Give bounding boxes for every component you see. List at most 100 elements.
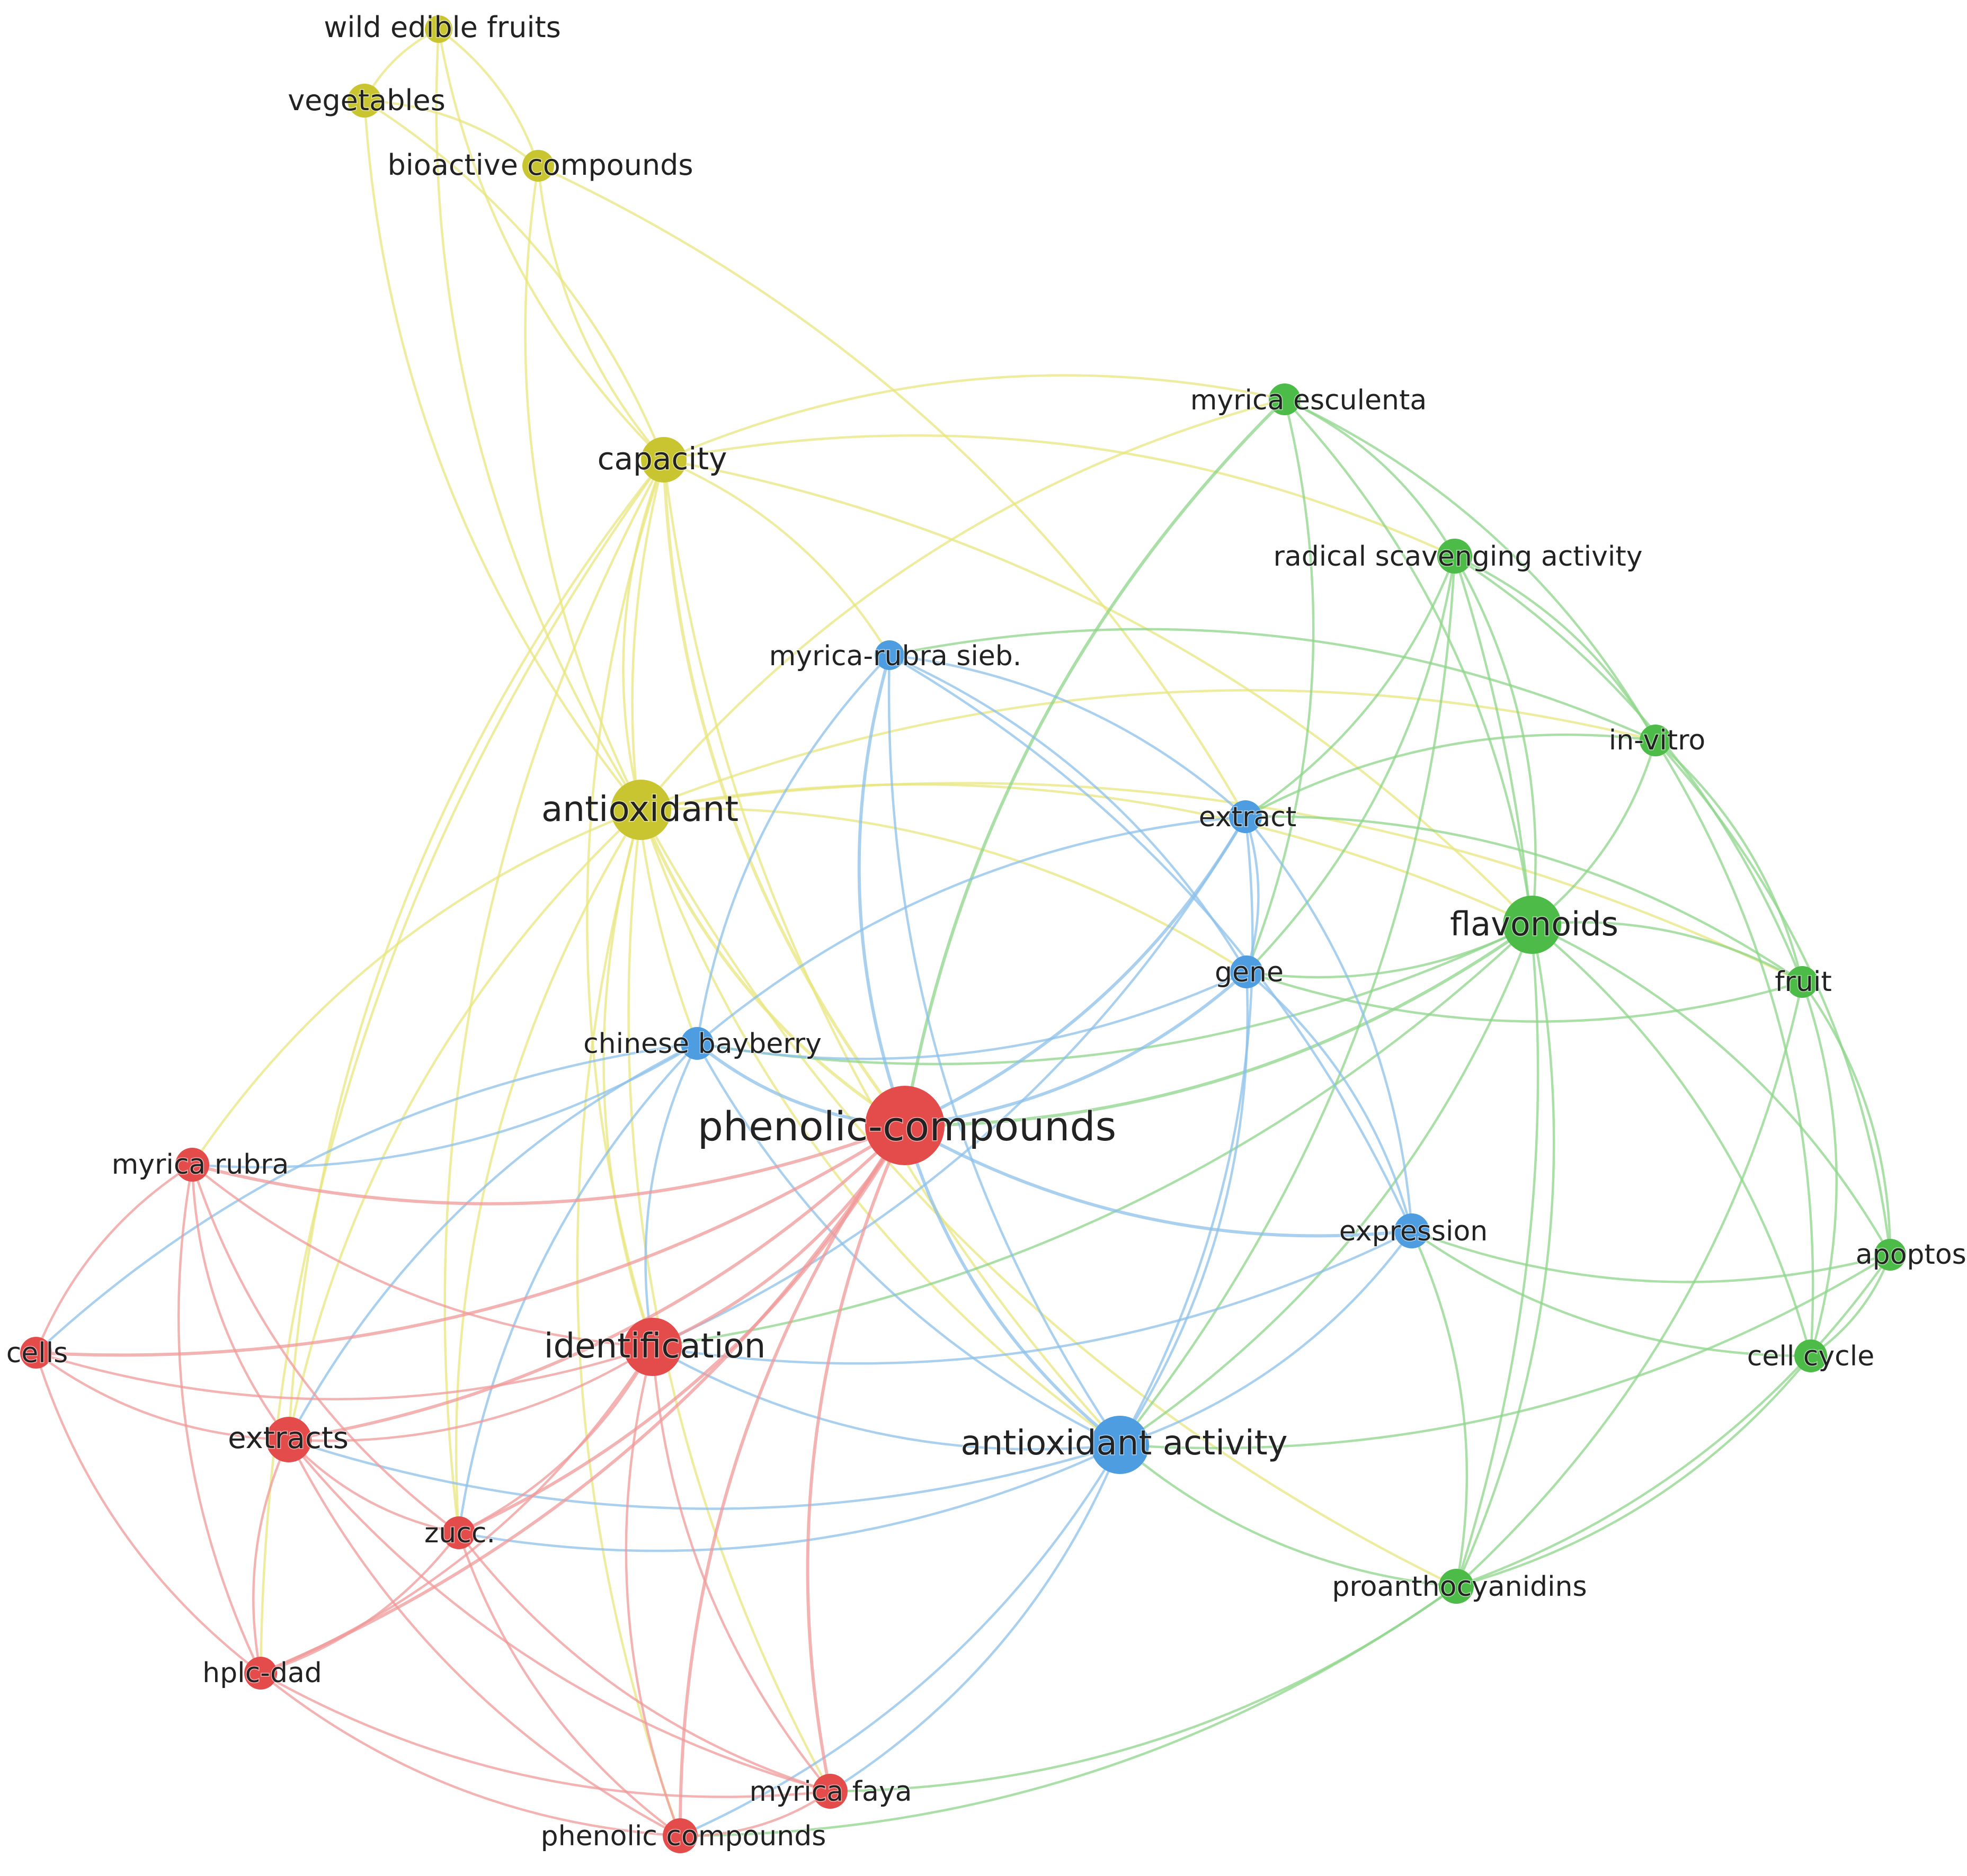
node-radical-scavenging-activity[interactable]	[1437, 539, 1472, 574]
node-hplc-dad[interactable]	[244, 1657, 277, 1690]
edge-fruit--gene	[1245, 970, 1804, 1023]
edge-myrica-rubra-sieb--extract	[888, 654, 1247, 818]
edge-antioxidant--myrica-faya	[627, 808, 832, 1793]
node-flavonoids[interactable]	[1503, 896, 1561, 954]
edge-capacity--flavonoids	[662, 458, 1534, 926]
node-identification[interactable]	[624, 1318, 682, 1376]
label-myrica-rubra-sieb: myrica-rubra sieb.	[769, 640, 1022, 672]
node-cells[interactable]	[20, 1337, 52, 1369]
node-phenolic-compounds-2[interactable]	[663, 1818, 698, 1853]
label-capacity: capacity	[598, 441, 727, 477]
node-antioxidant-activity[interactable]	[1091, 1416, 1149, 1474]
edge-capacity--antioxidant-activity	[662, 458, 1122, 1446]
node-antioxidant[interactable]	[611, 780, 671, 840]
label-antioxidant: antioxidant	[541, 789, 738, 829]
node-myrica-esculenta[interactable]	[1269, 383, 1301, 415]
edge-myrica-rubra-sieb--chinese-bayberry	[696, 654, 891, 1045]
label-phenolic-compounds-2: phenolic compounds	[541, 1820, 826, 1852]
edge-myrica-rubra--zucc	[191, 1163, 460, 1534]
label-chinese-bayberry: chinese bayberry	[583, 1028, 822, 1060]
node-in-vitro[interactable]	[1640, 725, 1671, 756]
edge-myrica-esculenta--phenolic-compounds-main	[903, 398, 1286, 1127]
node-layer	[20, 15, 1906, 1853]
edge-phenolic-compounds-main--cells	[34, 1124, 906, 1357]
edge-myrica-rubra--extracts	[191, 1163, 290, 1441]
node-chinese-bayberry[interactable]	[681, 1027, 714, 1060]
edge-myrica-rubra--hplc-dad	[177, 1163, 262, 1675]
edge-expression--identification	[651, 1229, 1413, 1365]
edge-extract--chinese-bayberry	[696, 815, 1247, 1045]
edge-flavonoids--phenolic-compounds-main	[903, 923, 1534, 1127]
edge-cells--hplc-dad	[34, 1351, 262, 1675]
node-phenolic-compounds-main[interactable]	[865, 1086, 945, 1165]
edge-antioxidant--phenolic-compounds-main	[639, 808, 906, 1127]
edge-fruit--proanthocyanidins	[1455, 980, 1804, 1588]
edge-extracts--zucc	[287, 1438, 460, 1534]
edge-zucc--phenolic-compounds-2	[457, 1531, 682, 1837]
edge-phenolic-compounds-main--myrica-rubra	[191, 1124, 906, 1205]
edge-antioxidant--in-vitro	[639, 689, 1657, 811]
edge-extract--identification	[651, 815, 1247, 1348]
label-bioactive-compounds: bioactive compounds	[387, 148, 693, 182]
edge-antioxidant--proanthocyanidins	[639, 808, 1458, 1588]
edge-myrica-esculenta--radical-scavenging-activity	[1283, 398, 1456, 558]
node-bioactive-compounds[interactable]	[522, 150, 554, 182]
edge-capacity--zucc	[443, 458, 665, 1534]
edge-apoptosis--proanthocyanidins	[1455, 1253, 1892, 1588]
label-radical-scavenging-activity: radical scavenging activity	[1273, 541, 1642, 573]
edge-antioxidant--phenolic-compounds-2	[576, 808, 682, 1837]
node-apoptosis[interactable]	[1874, 1239, 1906, 1271]
edge-capacity--myrica-esculenta	[662, 374, 1286, 461]
edge-expression--antioxidant-activity	[1118, 1229, 1413, 1446]
node-capacity[interactable]	[641, 437, 687, 483]
label-cells: cells	[6, 1337, 68, 1369]
node-proanthocyanidins[interactable]	[1439, 1569, 1474, 1604]
edge-antioxidant--fruit	[639, 782, 1804, 984]
node-myrica-rubra[interactable]	[175, 1148, 209, 1182]
node-myrica-faya[interactable]	[813, 1774, 848, 1809]
edge-antioxidant-activity--zucc	[457, 1443, 1122, 1552]
edge-flavonoids--antioxidant-activity	[1118, 923, 1534, 1446]
edge-identification--hplc-dad	[259, 1345, 654, 1675]
edge-myrica-esculenta--flavonoids	[1283, 398, 1534, 926]
node-extracts[interactable]	[266, 1417, 311, 1462]
edge-hplc-dad--myrica-faya	[259, 1672, 832, 1798]
node-fruit[interactable]	[1786, 966, 1818, 998]
edge-antioxidant-activity--myrica-faya	[829, 1443, 1122, 1793]
edge-capacity--chinese-bayberry	[631, 458, 699, 1045]
node-expression[interactable]	[1394, 1213, 1429, 1248]
edge-myrica-rubra-sieb--phenolic-compounds-main	[857, 654, 906, 1127]
node-gene[interactable]	[1230, 955, 1263, 988]
label-antioxidant-activity: antioxidant activity	[960, 1424, 1287, 1463]
edge-flavonoids--cell-cycle	[1530, 923, 1812, 1357]
edge-gene--chinese-bayberry	[696, 970, 1248, 1060]
edge-myrica-rubra-sieb--expression	[888, 654, 1413, 1232]
edge-zucc--hplc-dad	[259, 1531, 460, 1675]
edge-bioactive-compounds--antioxidant	[524, 164, 643, 811]
label-myrica-rubra: myrica rubra	[112, 1149, 289, 1181]
edge-identification--phenolic-compounds-2	[625, 1345, 682, 1837]
node-zucc[interactable]	[442, 1516, 475, 1549]
edge-wild-edible-fruits--capacity	[437, 28, 665, 461]
edge-capacity--extracts	[287, 458, 665, 1441]
edge-capacity--hplc-dad	[259, 458, 665, 1675]
label-myrica-faya: myrica faya	[749, 1776, 912, 1808]
node-myrica-rubra-sieb[interactable]	[875, 640, 904, 670]
node-extract[interactable]	[1229, 800, 1262, 833]
edge-myrica-faya--phenolic-compounds-2	[679, 1790, 832, 1837]
edge-flavonoids--apoptosis	[1530, 923, 1892, 1256]
edge-in-vitro--fruit	[1654, 739, 1804, 984]
edge-antioxidant-activity--phenolic-compounds-main	[903, 1124, 1122, 1446]
edge-phenolic-compounds-main--phenolic-compounds-2	[678, 1124, 906, 1837]
node-cell-cycle[interactable]	[1794, 1339, 1827, 1372]
label-fruit: fruit	[1775, 966, 1831, 998]
edge-apoptosis--antioxidant-activity	[1118, 1253, 1892, 1450]
node-wild-edible-fruits[interactable]	[425, 15, 452, 43]
edge-fruit--cell-cycle	[1801, 980, 1838, 1357]
edge-phenolic-compounds-main--hplc-dad	[259, 1124, 906, 1675]
node-vegetables[interactable]	[348, 84, 381, 118]
edge-myrica-esculenta--gene	[1245, 398, 1315, 973]
edge-capacity--radical-scavenging-activity	[662, 434, 1456, 558]
label-in-vitro: in-vitro	[1609, 725, 1705, 756]
